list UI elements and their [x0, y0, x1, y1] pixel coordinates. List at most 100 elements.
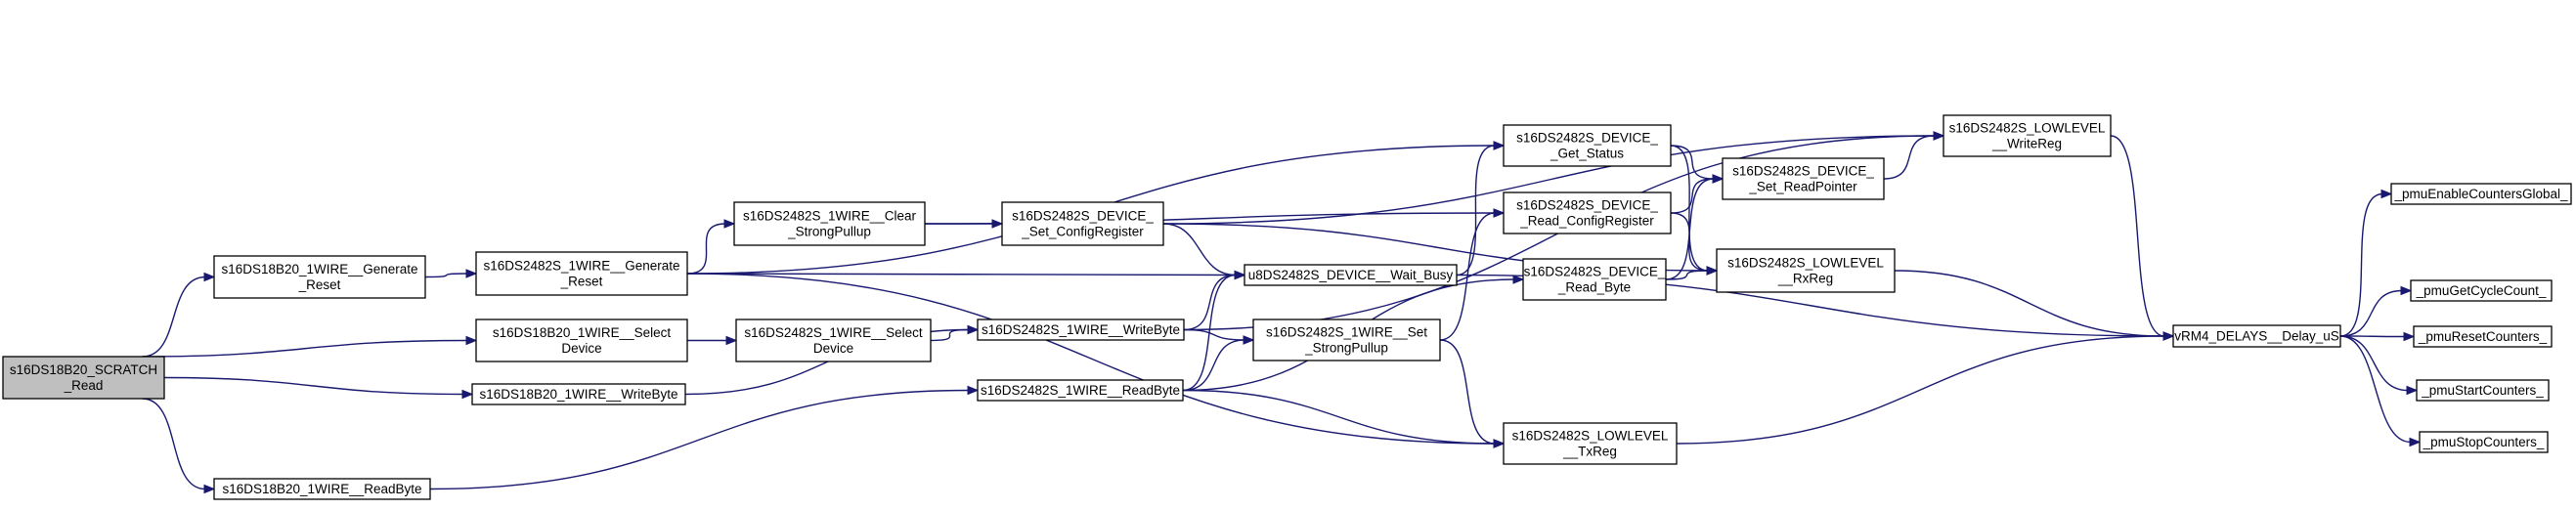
edge-arrowhead [1234, 270, 1246, 280]
node-get-status[interactable]: s16DS2482S_DEVICE__Get_Status [1503, 124, 1672, 167]
node-delay-us[interactable]: vRM4_DELAYS__Delay_uS [2172, 324, 2341, 348]
edge-line [1676, 335, 2165, 445]
node-box [1722, 157, 1885, 200]
node-box [2172, 324, 2341, 348]
edge-arrowhead [465, 335, 478, 346]
edge-writereg-to-delay_us [2110, 135, 2175, 341]
edge-line [1665, 178, 1715, 280]
edge-delay_us-to-pmu_stop [2339, 335, 2422, 447]
node-box [1522, 258, 1667, 301]
node-ds2482-readbyte[interactable]: s16DS2482S_1WIRE__ReadByte [977, 379, 1184, 402]
node-label: s16DS2482S_1WIRE__Set [1266, 325, 1427, 340]
node-label: Device [561, 341, 601, 356]
edge-arrowhead [203, 484, 216, 494]
node-label: _Reset [560, 275, 603, 289]
node-read-configreg[interactable]: s16DS2482S_DEVICE__Read_ConfigRegister [1503, 191, 1672, 234]
node-ds18-writebyte[interactable]: s16DS18B20_1WIRE__WriteByte [471, 383, 686, 405]
edge-line [686, 223, 726, 275]
node-scratch-read[interactable]: s16DS18B20_SCRATCH_Read [2, 356, 165, 400]
edge-line [1182, 339, 1245, 392]
edge-arrowhead [465, 269, 478, 278]
edge-ds18_readbyte-to-ds2482_readbyte [429, 385, 980, 490]
edge-arrowhead [2400, 285, 2413, 296]
node-label: _pmuStopCounters_ [2423, 435, 2545, 449]
node-set-configreg[interactable]: s16DS2482S_DEVICE__Set_ConfigRegister [1001, 201, 1164, 246]
node-ds18-gen-reset[interactable]: s16DS18B20_1WIRE__Generate_Reset [213, 255, 426, 299]
node-ds2482-writebyte[interactable]: s16DS2482S_1WIRE__WriteByte [977, 319, 1185, 341]
edge-arrowhead [1712, 174, 1725, 184]
node-box [475, 319, 688, 362]
edge-delay_us-to-pmu_start [2339, 335, 2419, 396]
edge-ds18_select-to-ds2482_select [686, 335, 738, 346]
node-box [2410, 279, 2553, 302]
edge-ds2482_select-to-ds2482_writebyte [930, 324, 980, 342]
edge-set_strongpullup-to-txreg [1439, 339, 1506, 448]
node-pmu-reset[interactable]: _pmuResetCounters_ [2413, 325, 2553, 348]
node-label: __TxReg [1562, 445, 1617, 459]
edge-ds2482_readbyte-to-set_strongpullup [1182, 335, 1255, 392]
edge-line [142, 276, 206, 358]
node-box [2416, 379, 2550, 402]
node-box [1001, 201, 1164, 246]
node-label: vRM4_DELAYS__Delay_uS [2174, 329, 2339, 344]
edge-arrowhead [2406, 385, 2419, 396]
edge-scratch_read-to-ds18_writebyte [163, 376, 474, 400]
edge-line [686, 273, 1496, 445]
node-box [2413, 325, 2553, 348]
node-ds2482-clear-pullup[interactable]: s16DS2482S_1WIRE__Clear_StrongPullup [733, 201, 926, 246]
node-pmu-start[interactable]: _pmuStartCounters_ [2416, 379, 2550, 402]
node-writereg[interactable]: s16DS2482S_LOWLEVEL__WriteReg [1943, 114, 2112, 157]
node-txreg[interactable]: s16DS2482S_LOWLEVEL__TxReg [1503, 422, 1678, 465]
node-box [1503, 124, 1672, 167]
edge-line [1670, 178, 1715, 214]
node-ds2482-gen-reset[interactable]: s16DS2482S_1WIRE__Generate_Reset [475, 251, 688, 296]
edge-line [2110, 135, 2165, 337]
node-label: s16DS2482S_LOWLEVEL [1727, 256, 1884, 271]
edge-line [1670, 145, 1709, 272]
node-box [471, 383, 686, 405]
edge-line [2339, 289, 2403, 337]
edge-ds2482_readbyte-to-txreg [1182, 389, 1506, 448]
node-rxreg[interactable]: s16DS2482S_LOWLEVEL__RxReg [1716, 248, 1896, 293]
edge-ds2482_gen_reset-to-ds2482_clear_pullup [686, 219, 736, 275]
edge-line [2339, 192, 2383, 337]
node-set-strongpullup[interactable]: s16DS2482S_1WIRE__Set_StrongPullup [1252, 319, 1441, 361]
edge-rxreg-to-delay_us [1894, 270, 2175, 341]
edge-arrowhead [723, 219, 736, 229]
edge-line [1894, 270, 2165, 337]
edge-arrowhead [1512, 275, 1525, 284]
edge-arrowhead [2409, 437, 2422, 447]
node-box [2419, 431, 2549, 453]
edge-set_strongpullup-to-read_configreg [1439, 208, 1506, 341]
edge-scratch_read-to-ds18_readbyte [142, 398, 216, 494]
node-wait-busy[interactable]: u8DS2482S_DEVICE__Wait_Busy [1244, 264, 1458, 286]
node-read-byte[interactable]: s16DS2482S_DEVICE__Read_Byte [1522, 258, 1667, 301]
edge-ds2482_writebyte-to-set_strongpullup [1183, 328, 1255, 345]
node-label: s16DS18B20_1WIRE__ReadByte [222, 482, 421, 496]
node-box [2390, 183, 2572, 205]
node-label: s16DS2482S_DEVICE_ [1516, 198, 1658, 213]
edge-arrowhead [1243, 335, 1255, 345]
node-pmu-enable[interactable]: _pmuEnableCountersGlobal_ [2390, 183, 2572, 205]
node-label: __WriteReg [1991, 137, 2062, 151]
edge-line [1183, 328, 1245, 341]
edge-line [1182, 389, 1496, 445]
node-label: _pmuResetCounters_ [2418, 329, 2548, 344]
edge-arrowhead [2380, 189, 2393, 199]
node-ds18-readbyte[interactable]: s16DS18B20_1WIRE__ReadByte [213, 478, 431, 500]
edge-arrowhead [725, 335, 738, 346]
node-pmu-stop[interactable]: _pmuStopCounters_ [2419, 431, 2549, 453]
node-set-readpointer[interactable]: s16DS2482S_DEVICE__Set_ReadPointer [1722, 157, 1885, 200]
node-pmu-getcycle[interactable]: _pmuGetCycleCount_ [2410, 279, 2553, 302]
node-label: _Reset [298, 277, 341, 292]
edge-ds2482_gen_reset-to-wait_busy [686, 270, 1246, 280]
edge-read_configreg-to-rxreg [1670, 212, 1719, 276]
edge-line [1182, 274, 1237, 392]
edge-line [142, 339, 468, 358]
node-box [1252, 319, 1441, 361]
edge-line [1162, 135, 1936, 225]
edge-arrowhead [2162, 331, 2175, 341]
node-label: Device [813, 341, 853, 356]
